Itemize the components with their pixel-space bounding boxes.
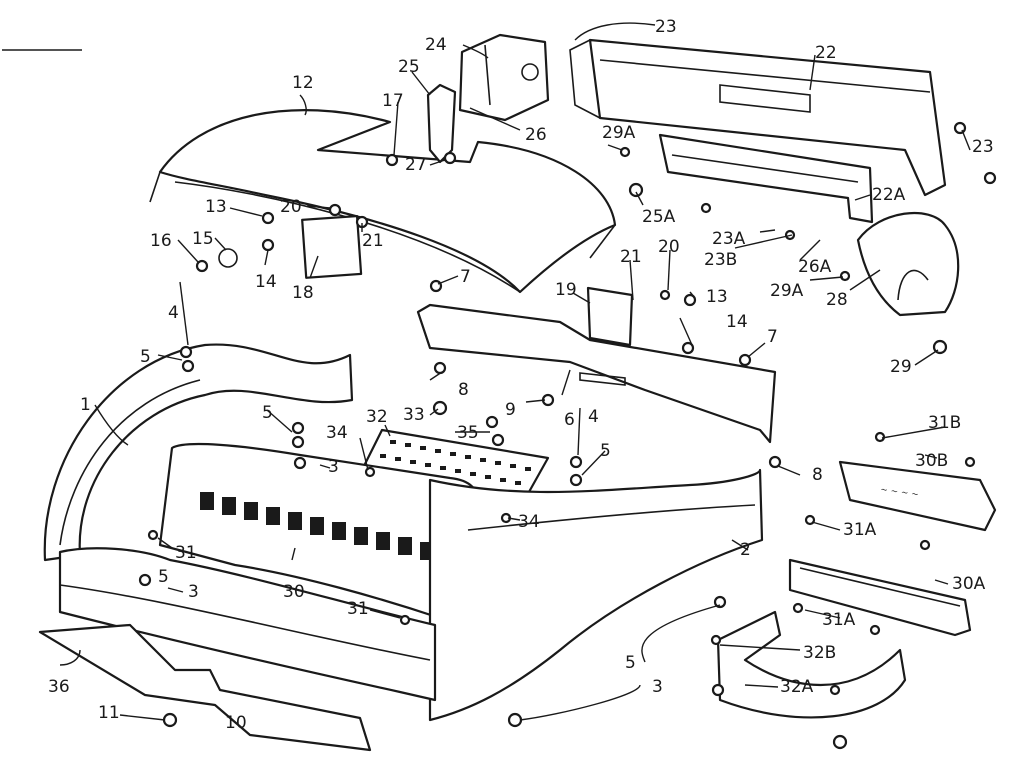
callout-10: 10: [225, 713, 247, 733]
leader-lines: [59, 22, 971, 721]
part-base-plate: [38, 623, 372, 752]
part-trim-strip: ~ ~ ~ ~: [838, 460, 997, 532]
part-end-cover: [856, 211, 960, 317]
callout-36: 36: [48, 677, 70, 697]
callout-23a: 23: [655, 17, 677, 37]
callout-20a: 20: [280, 197, 302, 217]
part-rail: [788, 558, 972, 637]
callout-3a: 3: [328, 457, 339, 477]
callout-30: 30: [283, 582, 305, 602]
callout-30B: 30B: [915, 451, 948, 471]
part-top-cover: [149, 109, 617, 294]
callout-31b: 31: [347, 599, 369, 619]
callout-26: 26: [525, 125, 547, 145]
callout-28: 28: [826, 290, 848, 310]
callout-3c: 3: [652, 677, 663, 697]
callout-17: 17: [382, 91, 404, 111]
callout-11: 11: [98, 703, 120, 723]
part-key-panel: [158, 442, 480, 620]
callout-15: 15: [192, 229, 214, 249]
callout-8a: 8: [458, 380, 469, 400]
callout-20b: 20: [658, 237, 680, 257]
callout-4b: 4: [588, 407, 599, 427]
callout-5b: 5: [262, 403, 273, 423]
part-clip-15: [218, 248, 238, 268]
callout-18: 18: [292, 283, 314, 303]
callout-9: 9: [505, 400, 516, 420]
callout-29: 29: [890, 357, 912, 377]
callout-6: 6: [564, 410, 575, 430]
callout-32: 32: [366, 407, 388, 427]
callout-14b: 14: [726, 312, 748, 332]
callout-23B: 23B: [704, 250, 737, 270]
part-cross-member: [416, 303, 777, 444]
callout-19: 19: [555, 280, 577, 300]
part-latch-lever: [426, 83, 457, 164]
part-front-cover: [58, 547, 437, 702]
callout-32B: 32B: [803, 643, 836, 663]
callout-21b: 21: [620, 247, 642, 267]
panel-slots: [200, 492, 434, 560]
callout-2: 2: [740, 540, 751, 560]
part-side-bracket-left: [301, 214, 363, 279]
callout-27: 27: [405, 155, 427, 175]
callout-5c: 5: [600, 441, 611, 461]
callout-3b: 3: [188, 582, 199, 602]
callout-16: 16: [150, 231, 172, 251]
callout-1: 1: [80, 395, 91, 415]
callout-34b: 34: [518, 512, 540, 532]
callout-12: 12: [292, 73, 314, 93]
callout-31Ab: 31A: [822, 610, 856, 630]
callout-5a: 5: [140, 347, 151, 367]
callout-13b: 13: [706, 287, 728, 307]
part-main-base: [428, 468, 764, 722]
callout-21a: 21: [362, 231, 384, 251]
part-rear-frame: [569, 38, 947, 197]
callout-29Ab: 29A: [770, 281, 804, 301]
callout-4a: 4: [168, 303, 179, 323]
callout-31Aa: 31A: [843, 520, 877, 540]
callout-26A: 26A: [798, 257, 832, 277]
callout-22A: 22A: [872, 185, 906, 205]
part-bottom-guard: [716, 610, 907, 719]
callout-31a: 31: [175, 543, 197, 563]
part-base-frame: [43, 343, 354, 562]
callout-30A: 30A: [952, 574, 986, 594]
part-rear-bar: [658, 133, 874, 224]
callout-32A: 32A: [780, 677, 814, 697]
callout-5d: 5: [158, 567, 169, 587]
callout-13a: 13: [205, 197, 227, 217]
callout-14a: 14: [255, 272, 277, 292]
callout-24: 24: [425, 35, 447, 55]
callout-35: 35: [457, 423, 479, 443]
callout-7b: 7: [767, 327, 778, 347]
callout-8b: 8: [812, 465, 823, 485]
callout-23b: 23: [972, 137, 994, 157]
callout-25A: 25A: [642, 207, 676, 227]
callout-23A: 23A: [712, 229, 746, 249]
callout-labels: 1 2 3 3 3 4 4 5 5 5 5 5 6 7 7 8 8 9 10 1…: [48, 17, 994, 733]
callout-29Aa: 29A: [602, 123, 636, 143]
callout-25: 25: [398, 57, 420, 77]
callout-5e: 5: [625, 653, 636, 673]
callout-33: 33: [403, 405, 425, 425]
part-hinge-bracket: [458, 33, 550, 122]
callout-22: 22: [815, 43, 837, 63]
callout-31B: 31B: [928, 413, 961, 433]
callout-34a: 34: [326, 423, 348, 443]
part-side-bracket-right: [586, 286, 634, 347]
callout-7a: 7: [460, 267, 471, 287]
